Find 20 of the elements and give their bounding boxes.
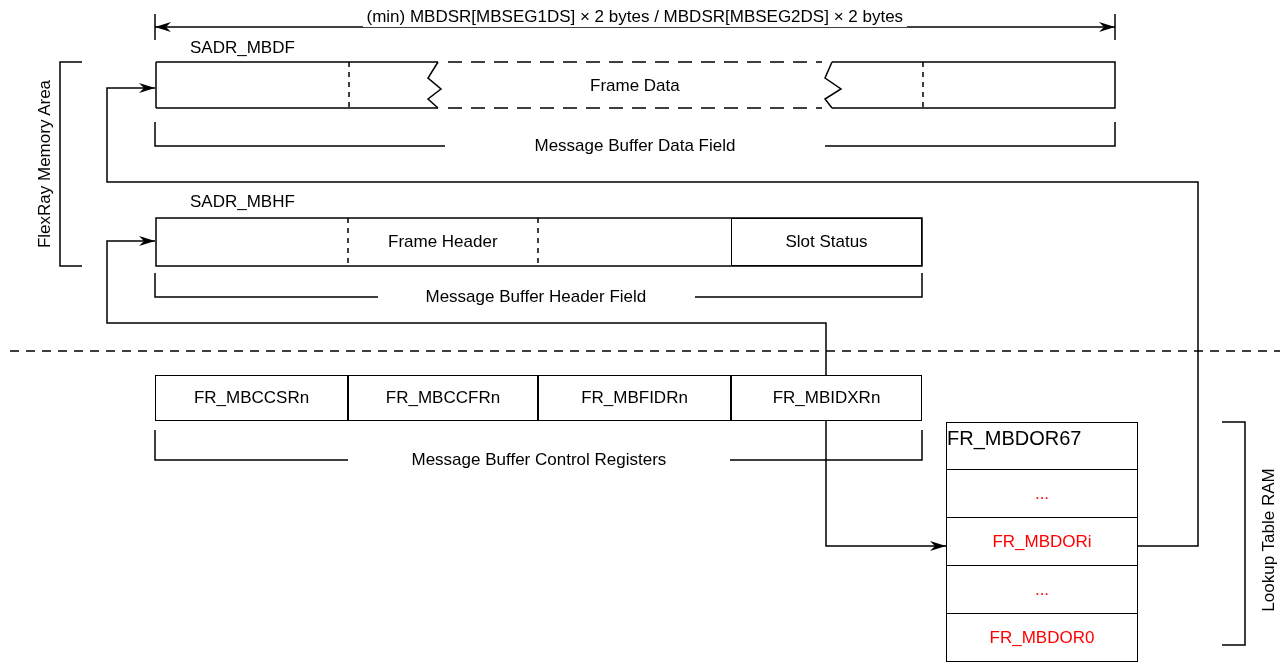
connector-arrow [825,420,947,551]
area-label: FlexRay Memory Area [35,78,56,251]
dimension-label: (min) MBDSR[MBSEG1DS] × 2 bytes / MBDSR[MBSEG2DS] × 2 bytes [362,7,908,27]
register-cell: FR_MBCCSRn [155,375,348,421]
area-label: Lookup Table RAM [1258,467,1279,614]
lookup-table-cell: FR_MBDOR67 [946,422,1138,470]
slot-status-cell: Slot Status [731,218,922,266]
connector-arrow [106,83,1199,547]
address-label: SADR_MBHF [190,192,295,212]
lookup-table-cell: FR_MBDOR0 [946,614,1138,662]
lookup-table-cell: ... [946,566,1138,614]
address-label: SADR_MBDF [190,38,295,58]
connector-arrow [106,236,827,376]
register-cell: FR_MBFIDRn [538,375,731,421]
lookup-table-cell: FR_MBDORi [946,518,1138,566]
register-cell: FR_MBIDXRn [731,375,922,421]
field-label: Frame Data [590,76,680,96]
lookup-table-cell: ... [946,470,1138,518]
field-label: Frame Header [388,232,498,252]
register-cell: FR_MBCCFRn [348,375,538,421]
